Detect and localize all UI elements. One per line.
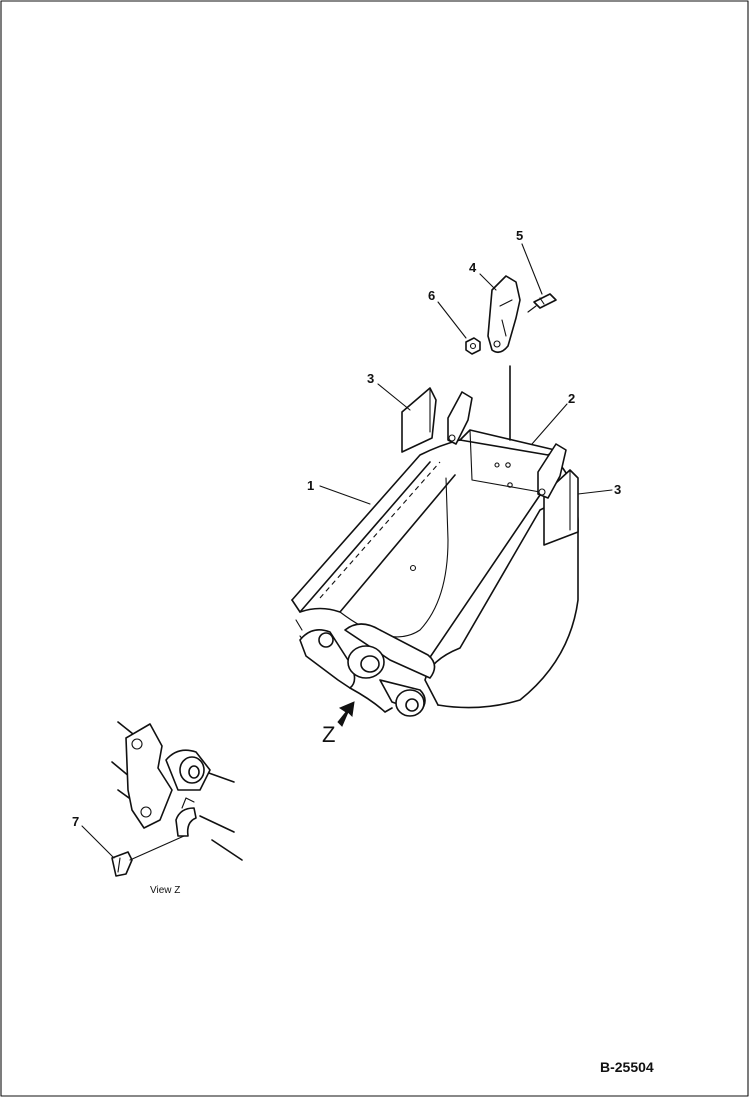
bucket-tooth-left	[447, 391, 473, 445]
tooth-point-exploded	[487, 275, 521, 354]
bolt-icon	[527, 293, 557, 313]
bucket-tooth-right	[537, 443, 567, 499]
nut-icon	[465, 337, 481, 355]
callout-2: 2	[568, 391, 575, 406]
callout-6: 6	[428, 288, 435, 303]
callout-5: 5	[516, 228, 523, 243]
bucket-hinge-bosses	[299, 623, 436, 717]
drawing-number: B-25504	[600, 1059, 654, 1075]
callout-4: 4	[469, 260, 477, 275]
view-z-label: Z	[322, 722, 335, 747]
callout-3-left: 3	[367, 371, 374, 386]
callout-7: 7	[72, 814, 79, 829]
view-direction-arrow	[337, 701, 355, 727]
view-z-detail	[111, 721, 243, 877]
callout-3-right: 3	[614, 482, 621, 497]
callout-1: 1	[307, 478, 314, 493]
side-cutter-left	[401, 387, 437, 453]
leader-lines	[81, 243, 613, 859]
view-z-caption: View Z	[150, 885, 180, 896]
